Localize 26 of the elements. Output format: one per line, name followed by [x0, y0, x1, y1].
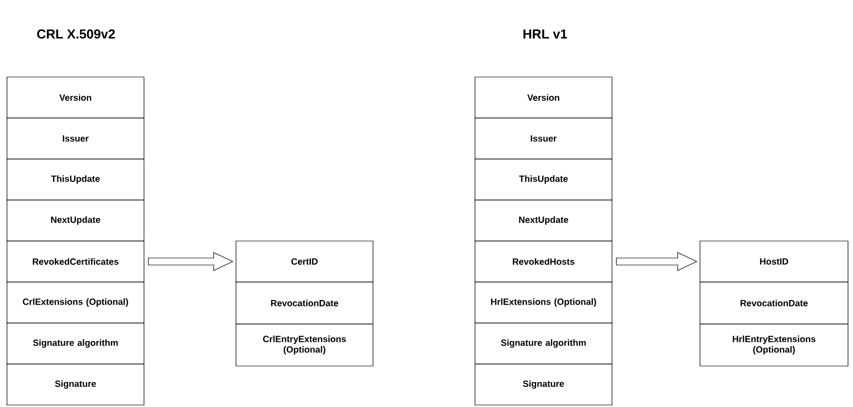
table-cell: HostID — [700, 240, 848, 282]
table-cell: CertID — [236, 240, 374, 282]
table-cell: Signature — [474, 364, 612, 406]
table-cell: CrlEntryExtensions (Optional) — [236, 324, 374, 366]
table-cell: Version — [474, 76, 612, 118]
table-cell: RevokedCertificates — [6, 240, 144, 282]
table-cell: RevocationDate — [700, 282, 848, 324]
table-cell: NextUpdate — [6, 200, 144, 242]
block-arrow — [616, 252, 698, 271]
block-arrow — [148, 252, 234, 271]
table-cell: Signature algorithm — [474, 322, 612, 364]
table-cell: RevocationDate — [236, 282, 374, 324]
table-cell: Issuer — [6, 118, 144, 160]
table-cell: Version — [6, 76, 144, 118]
table-cell: ThisUpdate — [474, 158, 612, 200]
table-cell: ThisUpdate — [6, 158, 144, 200]
table-cell: Signature algorithm — [6, 322, 144, 364]
table-cell: Issuer — [474, 118, 612, 160]
table-cell: HrlExtensions (Optional) — [474, 282, 612, 324]
table-cell: NextUpdate — [474, 200, 612, 242]
table-heading: CRL X.509v2 — [37, 29, 115, 39]
table-cell: Signature — [6, 364, 144, 406]
table-cell: CrlExtensions (Optional) — [6, 282, 144, 324]
table-heading: HRL v1 — [523, 30, 568, 38]
table-cell: HrlEntryExtensions (Optional) — [700, 324, 848, 366]
table-cell: RevokedHosts — [474, 240, 612, 282]
